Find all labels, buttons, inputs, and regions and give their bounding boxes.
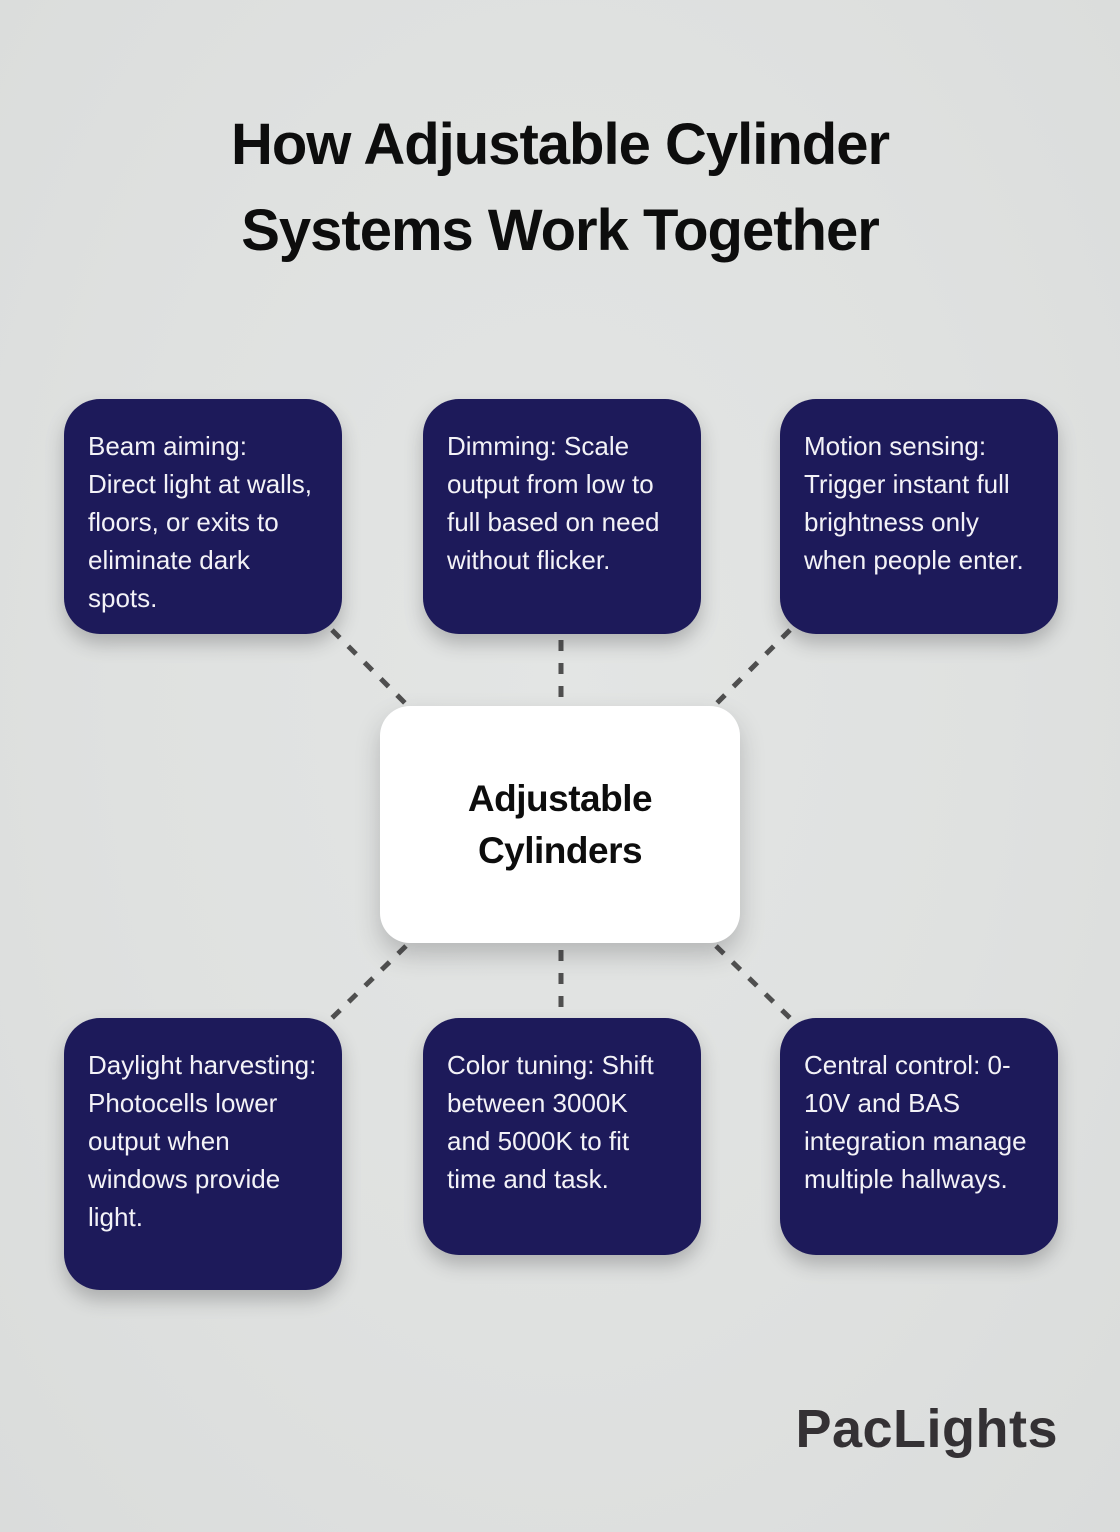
paclights-logo: PacLights — [795, 1399, 1058, 1459]
center-node-label: Adjustable Cylinders — [467, 778, 653, 871]
node-beam-aiming-text: Beam aiming: Direct light at walls, floo… — [88, 431, 312, 613]
node-motion-sensing-text: Motion sensing: Trigger instant full bri… — [804, 431, 1024, 575]
connector-top-right — [714, 628, 792, 706]
node-beam-aiming: Beam aiming: Direct light at walls, floo… — [64, 399, 342, 634]
center-node: Adjustable Cylinders — [380, 706, 740, 943]
node-daylight-harvesting-text: Daylight harvesting: Photocells lower ou… — [88, 1050, 317, 1232]
connector-top-left — [330, 628, 408, 706]
node-motion-sensing: Motion sensing: Trigger instant full bri… — [780, 399, 1058, 634]
node-central-control: Central control: 0-10V and BAS integrati… — [780, 1018, 1058, 1255]
node-color-tuning-text: Color tuning: Shift between 3000K and 50… — [447, 1050, 654, 1194]
node-color-tuning: Color tuning: Shift between 3000K and 50… — [423, 1018, 701, 1255]
connector-bottom-left — [330, 944, 408, 1020]
node-dimming-text: Dimming: Scale output from low to full b… — [447, 431, 660, 575]
node-daylight-harvesting: Daylight harvesting: Photocells lower ou… — [64, 1018, 342, 1290]
connector-bottom-right — [714, 944, 792, 1020]
page-title: How Adjustable Cylinder Systems Work Tog… — [230, 112, 890, 263]
node-central-control-text: Central control: 0-10V and BAS integrati… — [804, 1050, 1027, 1194]
node-dimming: Dimming: Scale output from low to full b… — [423, 399, 701, 634]
